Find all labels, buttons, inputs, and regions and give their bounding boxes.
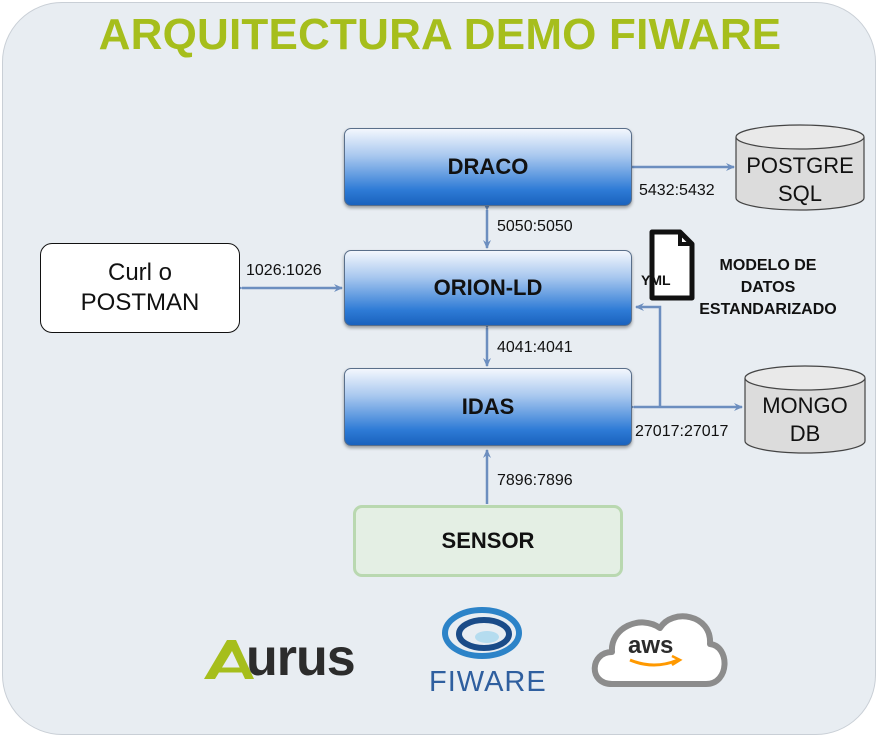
data-model-line1: MODELO DE	[719, 257, 817, 274]
client-node: Curl o POSTMAN	[40, 243, 240, 333]
aurus-logo-mark	[204, 640, 254, 679]
client-label-line1: Curl o	[107, 259, 173, 286]
diagram-title: ARQUITECTURA DEMO FIWARE	[98, 10, 782, 59]
port-draco-orion: 5050:5050	[497, 218, 573, 235]
mongo-label: MONGO DB	[745, 392, 865, 448]
port-idas-mongo: 27017:27017	[635, 423, 729, 440]
postgres-label-line1: POSTGRE	[746, 153, 854, 178]
client-label-line2: POSTMAN	[80, 289, 200, 316]
postgres-label: POSTGRE SQL	[736, 152, 864, 208]
port-client-orion: 1026:1026	[246, 262, 322, 279]
port-orion-idas: 4041:4041	[497, 339, 573, 356]
aws-logo-text: aws	[628, 632, 674, 659]
aurus-logo-text: urus	[246, 629, 356, 687]
draco-label: DRACO	[447, 154, 529, 179]
fiware-logo-text: FIWARE	[429, 666, 547, 698]
mongo-label-line1: MONGO	[762, 393, 848, 418]
postgres-cylinder	[735, 124, 865, 211]
data-model-line2: DATOS	[740, 279, 796, 296]
port-sensor-idas: 7896:7896	[497, 472, 573, 489]
mongo-cylinder	[744, 365, 866, 454]
orion-node: ORION-LD	[344, 250, 632, 326]
postgres-label-line2: SQL	[777, 181, 823, 206]
sensor-node: SENSOR	[353, 505, 623, 577]
aws-cloud-logo	[591, 613, 728, 687]
mongo-label-line2: DB	[789, 421, 821, 446]
edge-mongo-orion	[635, 303, 662, 407]
sensor-label: SENSOR	[441, 528, 535, 553]
orion-label: ORION-LD	[433, 275, 543, 300]
data-model-label: MODELO DE DATOS ESTANDARIZADO	[678, 255, 858, 321]
idas-node: IDAS	[344, 368, 632, 446]
data-model-line3: ESTANDARIZADO	[699, 301, 837, 318]
fiware-logo-mark	[442, 607, 522, 659]
port-draco-postgres: 5432:5432	[639, 182, 715, 199]
idas-label: IDAS	[461, 394, 515, 419]
yml-file-label: YML	[641, 272, 671, 288]
draco-node: DRACO	[344, 128, 632, 206]
